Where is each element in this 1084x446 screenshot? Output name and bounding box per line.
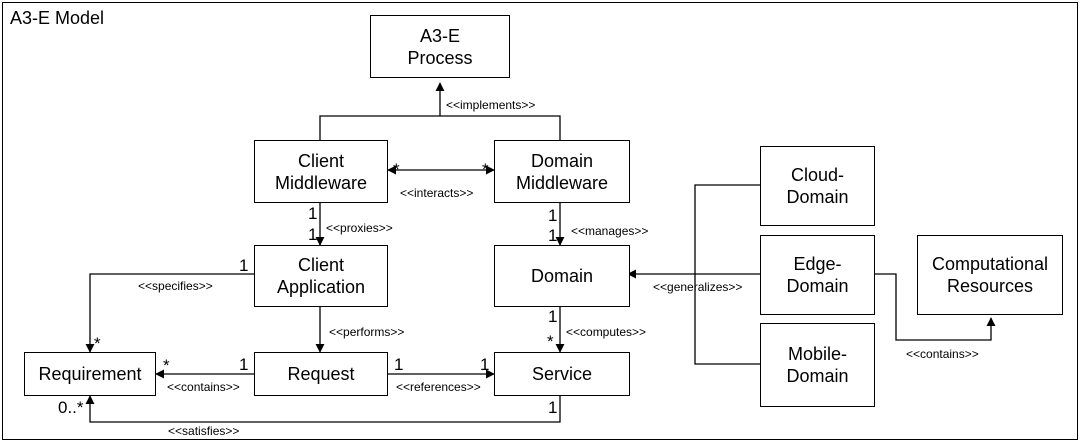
multiplicity-request-contains: 1 [239,355,249,374]
multiplicity-ca-proxies: 1 [308,225,318,244]
multiplicity-cm-interacts: * [393,160,400,179]
multiplicity-req-specifies: * [94,334,101,353]
edge-domain-box: Edge- Domain [760,235,875,315]
manages-label: <<manages>> [571,224,649,238]
client-middleware-box: Client Middleware [254,140,388,203]
proxies-label: <<proxies>> [326,221,393,235]
domain-box: Domain [494,245,630,307]
requirement-box: Requirement [24,352,156,396]
multiplicity-service-satisfies: 1 [548,398,558,417]
implements-label: <<implements>> [446,98,536,112]
contains-label: <<contains>> [167,380,240,394]
domain-middleware-box: Domain Middleware [494,140,630,203]
contains-resources-connector [875,273,996,341]
multiplicity-dm-interacts: * [482,160,489,179]
contains-resources-label: <<contains>> [906,347,979,361]
client-application-box: Client Application [254,245,388,307]
satisfies-connector [85,395,561,423]
multiplicity-ca-specifies: 1 [239,256,249,275]
multiplicity-request-references: 1 [394,355,404,374]
computes-label: <<computes>> [566,325,647,339]
implements-connector [319,83,561,140]
generalizes-label: <<generalizes>> [653,280,743,294]
computational-resources-box: Computational Resources [917,235,1063,315]
multiplicity-req-contains: * [163,356,170,375]
mobile-domain-box: Mobile- Domain [760,323,875,407]
specifies-connector [85,273,254,353]
diagram-frame [2,2,1078,440]
service-box: Service [494,352,630,396]
satisfies-label: <<satisfies>> [168,424,240,438]
multiplicity-dm-manages: 1 [548,206,558,225]
request-box: Request [254,352,388,396]
multiplicity-d-computes: 1 [548,307,558,326]
multiplicity-service-references: 1 [480,355,490,374]
generalizes-connector [628,184,760,365]
diagram-title: A3-E Model [10,8,105,28]
multiplicity-req-satisfies: 0..* [58,398,84,417]
specifies-label: <<specifies>> [138,279,213,293]
performs-label: <<performs>> [329,325,405,339]
multiplicity-s-computes: * [547,332,554,351]
process-box: A3-E Process [370,15,510,78]
cloud-domain-box: Cloud- Domain [760,146,875,226]
interacts-label: <<interacts>> [400,186,474,200]
references-label: <<references>> [396,380,481,394]
multiplicity-cm-proxies: 1 [308,204,318,223]
multiplicity-d-manages: 1 [548,226,558,245]
